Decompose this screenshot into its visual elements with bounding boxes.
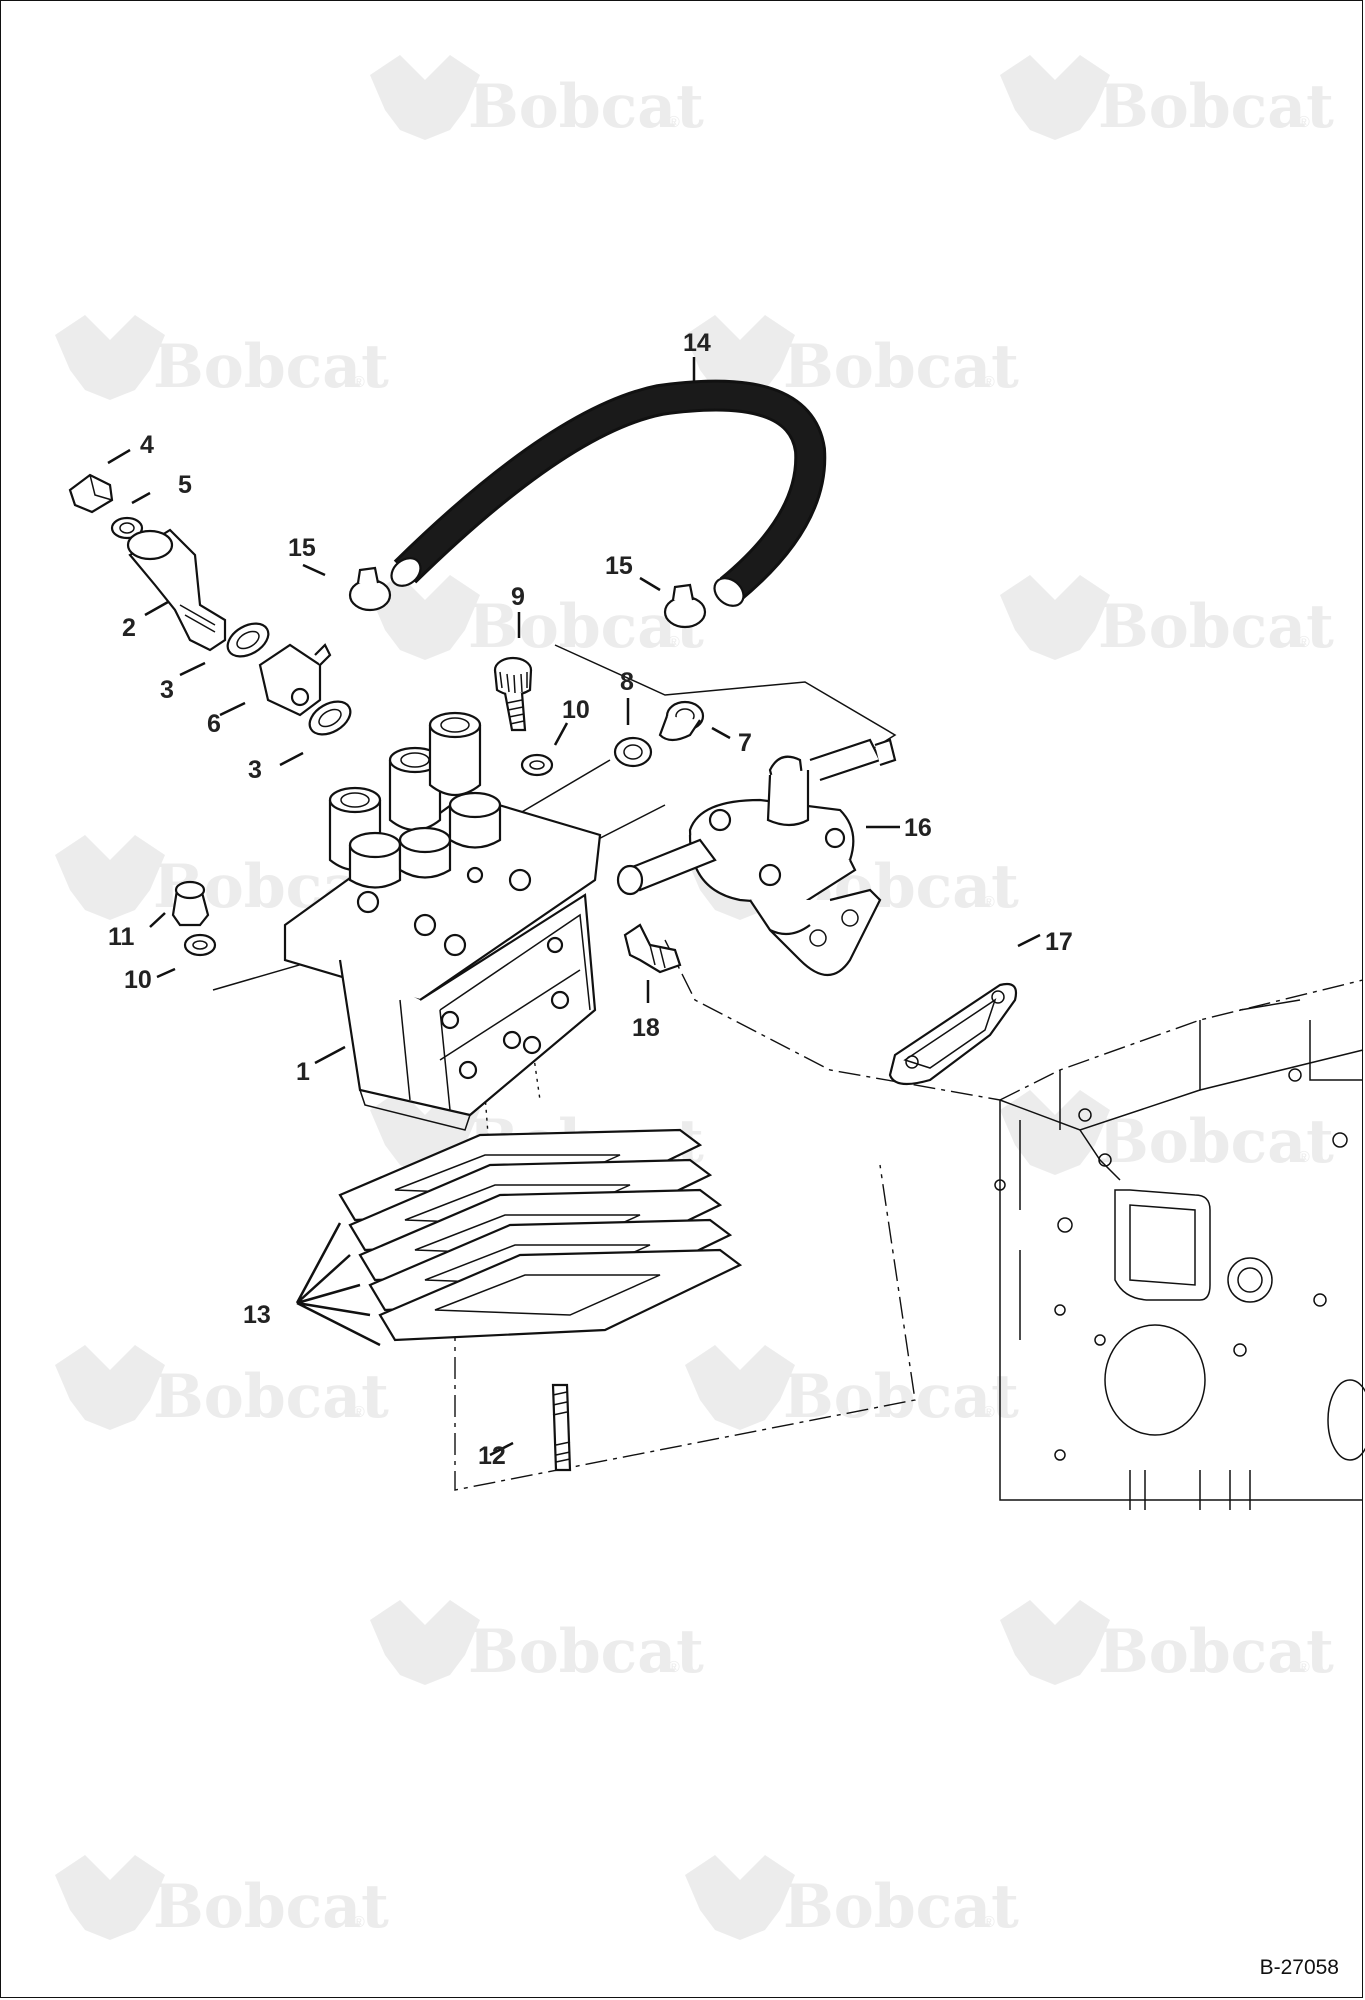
nut: [171, 880, 210, 927]
watermark-layer: Bobcat ® Bobcat ® Bobcat ® Bobcat ® Bobc…: [55, 55, 1334, 1942]
engine-block: [994, 979, 1365, 1510]
leader-lines: [107, 357, 1041, 1457]
callout-2: 2: [122, 614, 136, 642]
callout-12: 12: [478, 1442, 506, 1470]
washer: [226, 622, 270, 658]
stud: [551, 1383, 572, 1472]
watermark-registered: ®: [983, 894, 995, 911]
callout-3a: 3: [160, 676, 174, 704]
fuel-hose: [390, 379, 827, 607]
callout-14: 14: [683, 329, 711, 357]
watermark: Bobcat ®: [370, 1600, 704, 1687]
callout-16: 16: [904, 814, 932, 842]
callout-7: 7: [738, 729, 752, 757]
banjo-fitting: [126, 528, 227, 652]
watermark-registered: ®: [353, 1914, 365, 1931]
callout-3b: 3: [248, 756, 262, 784]
watermark-registered: ®: [353, 374, 365, 391]
pump-gasket: [888, 982, 1018, 1086]
callout-1: 1: [296, 1058, 310, 1086]
watermark: Bobcat ®: [1000, 1090, 1334, 1177]
delivery-valve: [388, 746, 442, 832]
watermark-text: Bobcat: [783, 332, 1019, 402]
hose-clamp: [348, 566, 392, 612]
washer: [308, 700, 352, 736]
watermark: Bobcat ®: [685, 1345, 1019, 1432]
watermark-text: Bobcat: [1098, 72, 1334, 142]
watermark-text: Bobcat: [783, 1362, 1019, 1432]
watermark-registered: ®: [668, 634, 680, 651]
watermark-text: Bobcat: [468, 592, 704, 662]
watermark: Bobcat ®: [55, 1855, 389, 1942]
watermark-registered: ®: [983, 1914, 995, 1931]
callout-4: 4: [140, 431, 154, 459]
watermark-text: Bobcat: [1098, 1107, 1334, 1177]
callout-11: 11: [108, 923, 135, 951]
sealing-washer: [613, 736, 653, 768]
watermark-registered: ®: [1298, 1659, 1310, 1676]
delivery-valve: [348, 831, 402, 889]
drawing-number: B-27058: [1259, 1956, 1339, 1979]
watermark-registered: ®: [1298, 1149, 1310, 1166]
watermark: Bobcat ®: [1000, 1600, 1334, 1687]
watermark: Bobcat ®: [1000, 575, 1334, 662]
lock-washer: [520, 753, 554, 777]
watermark: Bobcat ®: [370, 575, 704, 662]
callout-17: 17: [1045, 928, 1073, 956]
callout-13: 13: [243, 1301, 271, 1329]
delivery-valve: [398, 826, 452, 879]
watermark: Bobcat ®: [370, 55, 704, 142]
delivery-valve: [428, 711, 482, 797]
callout-labels: 14 4 5 2 3 6 3 15 15 9 10 8 7 16 17 18 1…: [108, 329, 1073, 1470]
injection-pump: [283, 711, 602, 1131]
callout-5: 5: [178, 471, 192, 499]
watermark-registered: ®: [668, 114, 680, 131]
bolt: [493, 656, 533, 732]
callout-8: 8: [620, 668, 634, 696]
watermark-registered: ®: [353, 1404, 365, 1421]
callout-15a: 15: [288, 534, 316, 562]
watermark: Bobcat ®: [55, 315, 389, 402]
watermark: Bobcat ®: [685, 1855, 1019, 1942]
watermark-registered: ®: [668, 1659, 680, 1676]
watermark: Bobcat ®: [685, 315, 1019, 402]
lock-washer: [183, 933, 217, 957]
watermark-text: Bobcat: [783, 1872, 1019, 1942]
callout-15b: 15: [605, 552, 633, 580]
watermark-text: Bobcat: [153, 332, 389, 402]
callout-9: 9: [511, 583, 525, 611]
plug-bolt: [658, 700, 705, 742]
watermark-registered: ®: [983, 1404, 995, 1421]
washer: [110, 516, 144, 540]
gasket-stack: [338, 1128, 743, 1342]
gasket: [378, 1248, 743, 1342]
banjo-bolt: [68, 473, 114, 514]
watermark-text: Bobcat: [468, 1617, 704, 1687]
hose-clamp: [663, 583, 707, 629]
watermark-text: Bobcat: [153, 1362, 389, 1432]
callout-10b: 10: [124, 966, 152, 994]
callout-18: 18: [632, 1014, 660, 1042]
watermark-registered: ®: [983, 374, 995, 391]
hose-fitting: [623, 923, 682, 974]
watermark-registered: ®: [1298, 114, 1310, 131]
fuel-lift-pump: [616, 738, 897, 976]
watermark: Bobcat ®: [1000, 55, 1334, 142]
return-fitting: [258, 643, 332, 717]
callout-6: 6: [207, 710, 221, 738]
watermark: Bobcat ®: [55, 1345, 389, 1432]
watermark-text: Bobcat: [468, 72, 704, 142]
watermark-text: Bobcat: [1098, 592, 1334, 662]
watermark-registered: ®: [1298, 634, 1310, 651]
watermark-text: Bobcat: [1098, 1617, 1334, 1687]
callout-10a: 10: [562, 696, 590, 724]
delivery-valve: [448, 791, 502, 849]
watermark-text: Bobcat: [153, 1872, 389, 1942]
